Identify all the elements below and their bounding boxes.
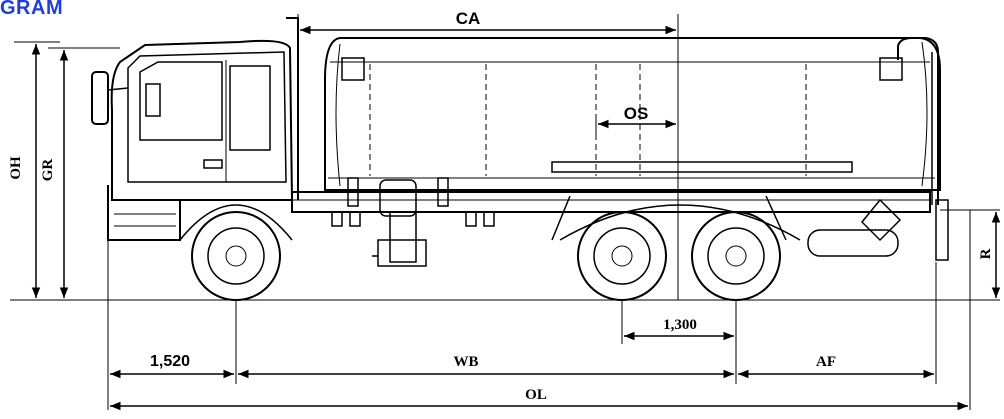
truck-cab bbox=[91, 17, 299, 241]
tank-body bbox=[324, 37, 941, 205]
label-wb: WB bbox=[453, 354, 478, 370]
label-gr: GR bbox=[40, 159, 56, 182]
label-front-overhang: 1,520 bbox=[150, 353, 190, 370]
rear-wheel-2 bbox=[691, 211, 781, 301]
front-wheel bbox=[191, 211, 281, 301]
dim-os bbox=[595, 116, 676, 136]
label-os: OS bbox=[624, 104, 649, 123]
diagram-heading: GRAM bbox=[0, 0, 64, 19]
dim-ca bbox=[297, 14, 679, 300]
label-af: AF bbox=[816, 354, 836, 370]
label-ca: CA bbox=[456, 9, 481, 28]
dim-gr bbox=[48, 47, 120, 298]
chassis bbox=[291, 177, 949, 267]
rear-wheel-1 bbox=[577, 211, 667, 301]
label-r: R bbox=[978, 248, 994, 259]
label-axle-spacing: 1,300 bbox=[663, 317, 697, 333]
dim-oh bbox=[14, 41, 60, 298]
label-ol: OL bbox=[525, 387, 547, 403]
label-oh: OH bbox=[8, 156, 24, 180]
